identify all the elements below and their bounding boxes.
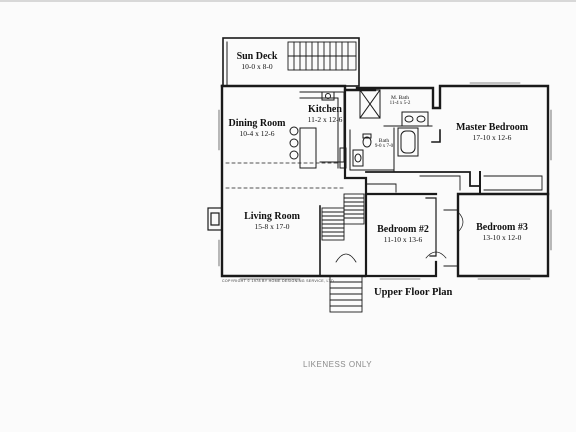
windows — [218, 82, 552, 280]
room-dimensions: 9-0 x 7-0 — [374, 144, 394, 149]
room-name: Kitchen — [308, 104, 342, 115]
room-dimensions: 10-4 x 12-6 — [239, 129, 275, 138]
room-master-bedroom: Master Bedroom 17-10 x 12-6 — [452, 122, 532, 142]
bar-stools — [289, 126, 299, 160]
hall-closet — [419, 175, 461, 191]
room-name: Dining Room — [228, 118, 286, 129]
room-dining-room: Dining Room 10-4 x 12-6 — [224, 118, 290, 138]
baths-wall — [355, 84, 550, 196]
scan-edge — [0, 0, 576, 2]
bedroom3-door-arc — [457, 211, 464, 233]
room-name: Bedroom #2 — [377, 224, 429, 235]
room-kitchen: Kitchen 11-2 x 12-6 — [302, 104, 348, 124]
room-dimensions: 13-10 x 12-0 — [482, 233, 522, 242]
room-name: Bedroom #3 — [476, 222, 528, 233]
hall-wall-upper — [365, 171, 481, 187]
room-dimensions: 11-10 x 13-6 — [383, 235, 423, 244]
room-bedroom-2: Bedroom #2 11-10 x 13-6 — [372, 224, 434, 244]
bedroom2-walls — [364, 192, 438, 278]
room-sun-deck: Sun Deck 10-0 x 8-0 — [226, 51, 288, 71]
likeness-watermark: LIKENESS ONLY — [303, 360, 373, 369]
entry-door-arc — [335, 253, 357, 263]
room-dimensions: 15-8 x 17-0 — [254, 222, 290, 231]
bedroom3-closet — [443, 209, 459, 267]
master-bath-fixtures — [359, 89, 433, 127]
outer-wall-left-block — [220, 84, 367, 278]
room-dimensions: 17-10 x 12-6 — [472, 133, 512, 142]
room-name: Living Room — [244, 211, 300, 222]
room-name: M. Bath — [390, 95, 410, 101]
room-bedroom-3: Bedroom #3 13-10 x 12-0 — [471, 222, 533, 242]
deck-stairs — [287, 41, 357, 71]
bedroom2-door-arc — [425, 251, 447, 259]
room-living-room: Living Room 15-8 x 17-0 — [238, 211, 306, 231]
room-bath: Bath 9-0 x 7-0 — [370, 138, 398, 150]
room-name: Sun Deck — [236, 51, 278, 62]
hall-closet-2 — [365, 183, 397, 193]
room-dimensions: 11-4 x 5-2 — [389, 101, 411, 106]
main-stairs — [321, 193, 365, 241]
core-wall-top — [343, 88, 368, 196]
room-dimensions: 10-0 x 8-0 — [241, 62, 273, 71]
room-master-bath: M. Bath 11-4 x 5-2 — [382, 95, 418, 107]
plan-title: Upper Floor Plan — [374, 287, 453, 298]
master-bedroom-left-wall — [431, 129, 441, 143]
room-dimensions: 11-2 x 12-6 — [307, 115, 343, 124]
master-closet — [483, 175, 543, 191]
copyright-note: COPYRIGHT © 1978 BY HOME DESIGNING SERVI… — [222, 279, 336, 283]
room-name: Bath — [378, 138, 390, 144]
hall-bath-fixtures — [349, 127, 419, 173]
fireplace — [207, 207, 223, 231]
master-bedroom-bottom — [479, 171, 549, 195]
bedroom2-closet — [425, 197, 437, 257]
front-stoop — [329, 275, 363, 313]
room-name: Master Bedroom — [455, 122, 529, 133]
